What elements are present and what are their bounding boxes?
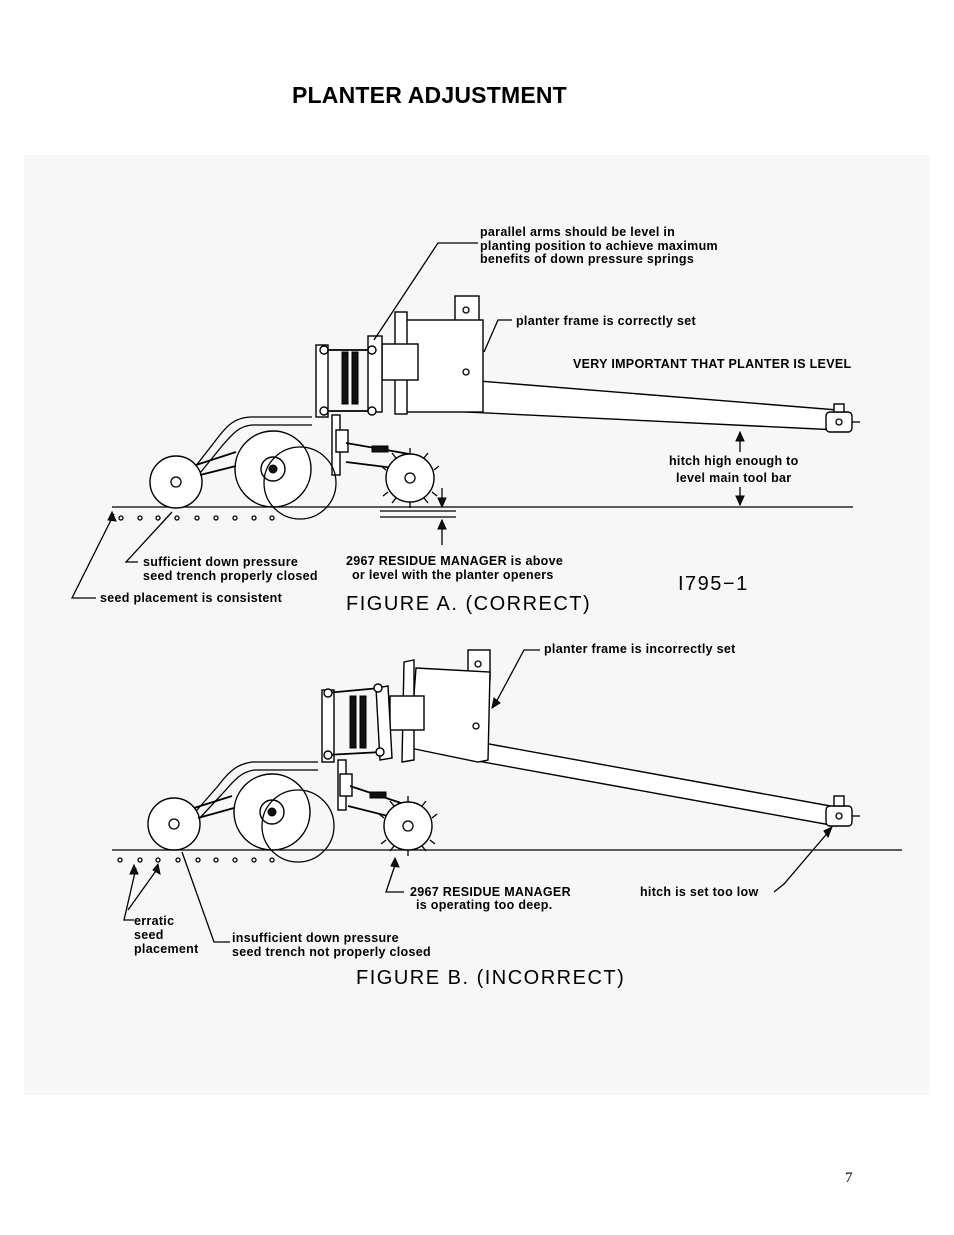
page-title: PLANTER ADJUSTMENT bbox=[292, 82, 567, 108]
seed-dots-a bbox=[118, 515, 275, 521]
frame-incorrect-label: planter frame is incorrectly set bbox=[544, 642, 736, 656]
page-number: 7 bbox=[845, 1170, 853, 1186]
residue-note-1: 2967 RESIDUE MANAGER is above bbox=[346, 554, 563, 568]
tool-bar-b bbox=[471, 741, 860, 827]
figure-b: planter frame is incorrectly set 2967 RE… bbox=[112, 642, 902, 989]
planter-frame-b bbox=[375, 649, 491, 763]
residue-manager-b bbox=[339, 773, 438, 856]
residue-too-deep-2: is operating too deep. bbox=[416, 898, 552, 912]
drawing-id: I795−1 bbox=[678, 573, 749, 595]
level-note: VERY IMPORTANT THAT PLANTER IS LEVEL bbox=[573, 357, 851, 371]
insufficient-pressure-2: seed trench not properly closed bbox=[232, 945, 431, 959]
parallel-arms-note-3: benefits of down pressure springs bbox=[480, 252, 694, 266]
frame-correct-label: planter frame is correctly set bbox=[516, 314, 696, 328]
residue-too-deep-1: 2967 RESIDUE MANAGER bbox=[410, 885, 571, 899]
erratic-seed-2: seed bbox=[134, 928, 164, 942]
parallel-arms-note-1: parallel arms should be level in bbox=[480, 225, 675, 239]
hitch-too-low-label: hitch is set too low bbox=[640, 885, 759, 899]
erratic-seed-1: erratic bbox=[134, 914, 174, 928]
figure-a: parallel arms should be level in plantin… bbox=[70, 225, 860, 615]
insufficient-pressure-1: insufficient down pressure bbox=[232, 931, 399, 945]
callout-lines-b bbox=[123, 649, 833, 943]
figure-b-caption: FIGURE B. (INCORRECT) bbox=[356, 967, 625, 989]
callout-lines-a bbox=[70, 242, 745, 599]
erratic-seed-3: placement bbox=[134, 942, 199, 956]
seed-placement-note: seed placement is consistent bbox=[100, 591, 283, 605]
residue-manager-a bbox=[335, 429, 440, 508]
down-pressure-note-2: seed trench properly closed bbox=[143, 569, 318, 583]
hitch-note-2: level main tool bar bbox=[676, 471, 791, 485]
parallel-arms-b bbox=[321, 683, 385, 811]
figure-a-caption: FIGURE A. (CORRECT) bbox=[346, 593, 591, 615]
residue-note-2: or level with the planter openers bbox=[352, 568, 554, 582]
row-unit-b bbox=[147, 761, 335, 863]
planter-frame-a bbox=[367, 295, 484, 415]
parallel-arms-a bbox=[315, 344, 377, 476]
down-pressure-note-1: sufficient down pressure bbox=[143, 555, 298, 569]
hitch-note-1: hitch high enough to bbox=[669, 454, 799, 468]
tool-bar-a bbox=[465, 379, 860, 433]
row-unit-a bbox=[149, 416, 337, 520]
seed-dots-b bbox=[117, 857, 275, 863]
parallel-arms-note-2: planting position to achieve maximum bbox=[480, 239, 718, 253]
